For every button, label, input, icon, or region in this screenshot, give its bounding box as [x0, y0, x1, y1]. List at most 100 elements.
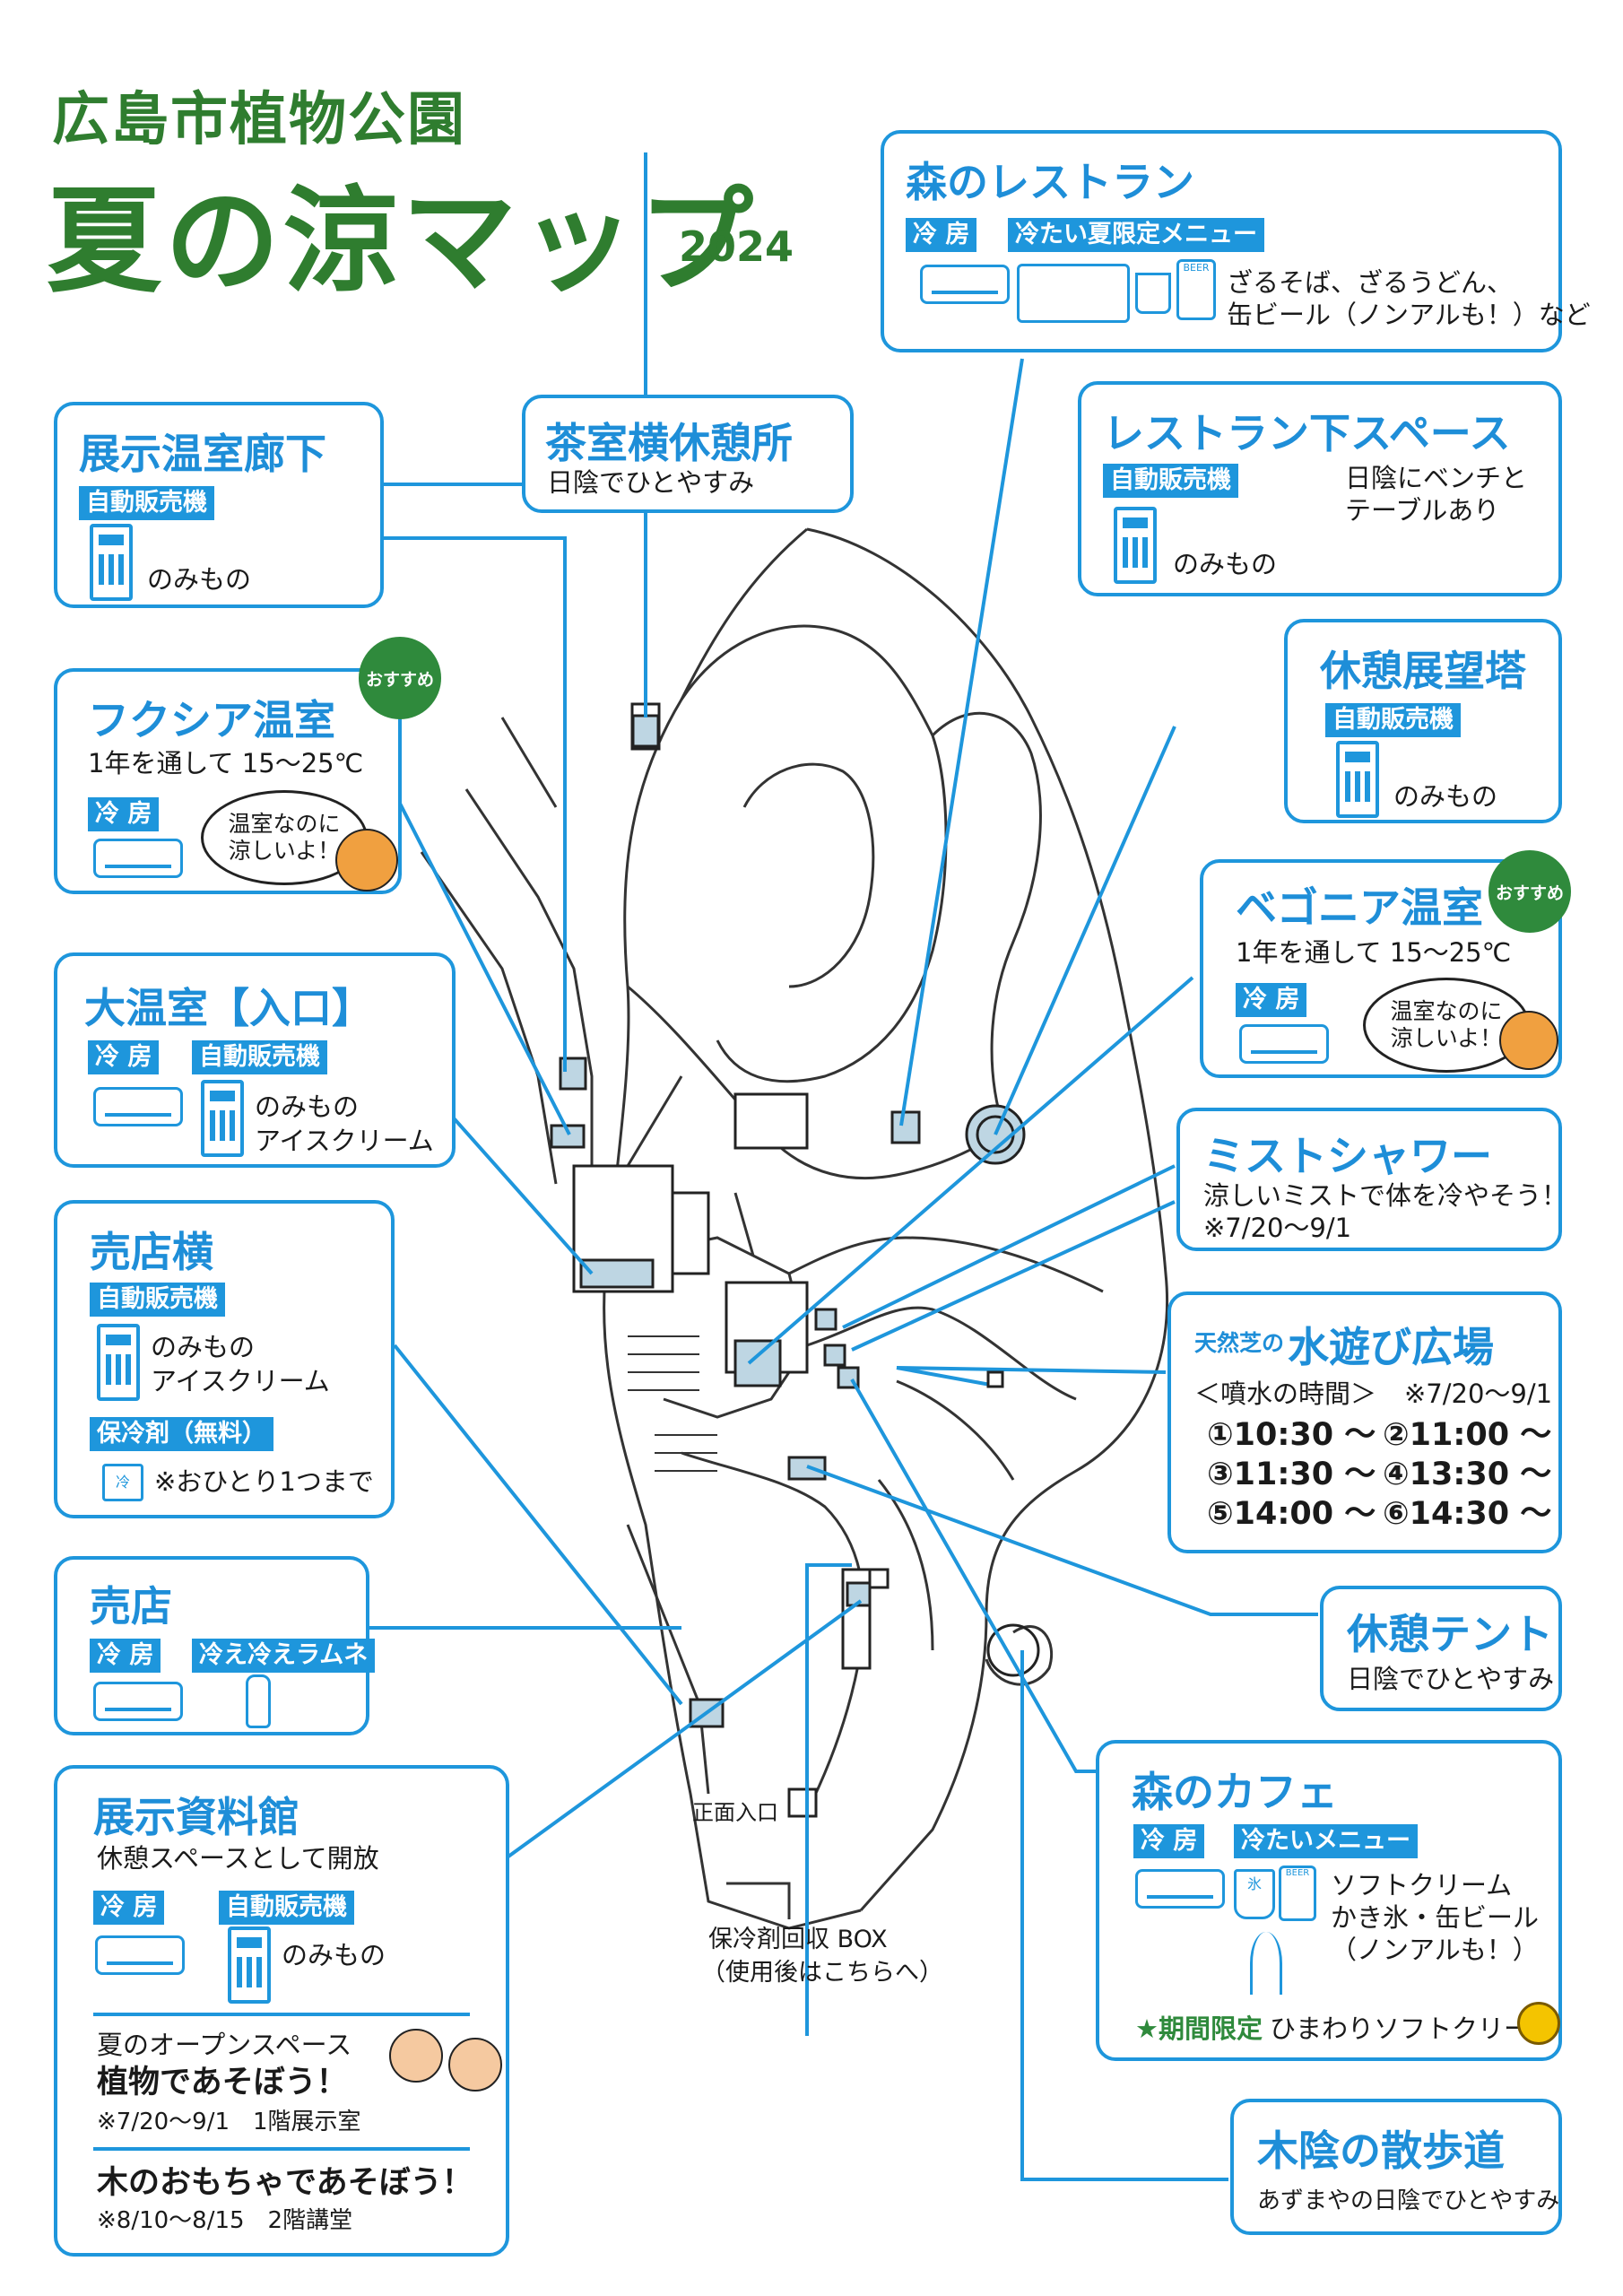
mori-cafe-box: 森のカフェ 冷 房 冷たいメニュー 氷 BEER ソフトクリーム かき氷・缶ビー…: [1096, 1740, 1562, 2061]
begonia-title: ベゴニア温室: [1236, 883, 1483, 932]
menu-tag: 冷たいメニュー: [1234, 1824, 1418, 1858]
dai-onshitsu-item-2: アイスクリーム: [255, 1126, 434, 1156]
mist-desc: 涼しいミストで体を冷やそう！: [1203, 1180, 1568, 1211]
tenji-shiryokan-item: のみもの: [282, 1940, 386, 1970]
limited-item: ひまわりソフトクリーム: [1270, 2013, 1556, 2044]
vending-tag: 自動販売機: [192, 1040, 327, 1074]
cooling-tag: 冷 房: [88, 1040, 160, 1074]
event-2-note: ※8/10～8/15 2階講堂: [97, 2207, 353, 2234]
mori-restaurant-box: 森のレストラン 冷 房 冷たい夏限定メニュー BEER ざるそば、ざるうどん、 …: [881, 130, 1591, 352]
tenji-shiryokan-desc: 休憩スペースとして開放: [97, 1843, 379, 1874]
child-icon: [448, 2038, 502, 2092]
restaurant-under-desc-1: 日陰にベンチと: [1345, 463, 1528, 493]
divider: [93, 2147, 470, 2151]
chashitsu-title: 茶室横休憩所: [545, 419, 793, 467]
vending-tag: 自動販売機: [79, 486, 214, 520]
cooling-tag: 冷 房: [90, 1639, 161, 1673]
kyukei-tent-desc: 日陰でひとやすみ: [1347, 1664, 1555, 1694]
cup-icon: [1135, 273, 1171, 314]
mist-box: ミストシャワー 涼しいミストで体を冷やそう！ ※7/20～9/1: [1176, 1108, 1567, 1251]
cooling-tag: 冷 房: [88, 797, 160, 831]
begonia-desc: 1年を通して 15～25℃: [1236, 937, 1512, 968]
baiten-yoko-box: 売店横 自動販売機 のみもの アイスクリーム 保冷剤（無料） 冷 ※おひとり1つ…: [54, 1200, 395, 1518]
kyukei-tenbo-item: のみもの: [1393, 781, 1498, 812]
air-conditioner-icon: [1239, 1024, 1329, 1064]
event-2-title: 木のおもちゃであそぼう！: [97, 2165, 473, 2201]
baiten-yoko-item-2: アイスクリーム: [151, 1366, 330, 1396]
mist-title: ミストシャワー: [1203, 1132, 1492, 1180]
map-title: 夏の涼マップ: [47, 175, 758, 309]
mizuasobi-prefix: 天然芝の: [1194, 1330, 1285, 1356]
baiten-box: 売店 冷 房 冷え冷えラムネ: [54, 1556, 376, 1735]
event-1-note: ※7/20～9/1 1階展示室: [97, 2109, 361, 2135]
air-conditioner-icon: [920, 265, 1010, 304]
air-conditioner-icon: [95, 1935, 185, 1975]
air-conditioner-icon: [93, 1087, 183, 1126]
vending-machine-icon: [201, 1080, 244, 1157]
dai-onshitsu-title: 大温室【入口】: [84, 984, 373, 1032]
vending-machine-icon: [1114, 507, 1157, 584]
baiten-yoko-item-1: のみもの: [151, 1332, 256, 1362]
park-name: 広島市植物公園: [52, 87, 466, 153]
cafe-menu-3: （ノンアルも！）: [1331, 1935, 1539, 1965]
ramune-bottle-icon: [246, 1674, 271, 1728]
cooling-tag: 冷 房: [93, 1891, 165, 1925]
vending-tag: 自動販売機: [1103, 464, 1238, 498]
cafe-menu-1: ソフトクリーム: [1331, 1870, 1513, 1900]
cold-pack-note: ※おひとり1つまで: [154, 1466, 374, 1497]
child-icon: [389, 2029, 443, 2083]
baiten-yoko-title: 売店横: [90, 1228, 213, 1276]
soft-cream-icon: [1250, 1932, 1282, 1995]
mori-cafe-title: 森のカフェ: [1132, 1768, 1338, 1816]
cold-box-note: （使用後はこちらへ）: [701, 1959, 943, 1987]
entrance-label: 正面入口: [692, 1800, 778, 1825]
recommend-badge: おすすめ: [359, 637, 441, 719]
mori-restaurant-title: 森のレストラン: [906, 158, 1194, 206]
air-conditioner-icon: [93, 1682, 183, 1721]
zaru-soba-icon: [1017, 264, 1130, 323]
menu-tag: 冷たい夏限定メニュー: [1008, 218, 1264, 252]
dai-onshitsu-item-1: のみもの: [255, 1091, 360, 1122]
kokage-title: 木陰の散歩道: [1257, 2126, 1505, 2175]
vending-tag: 自動販売機: [219, 1891, 354, 1925]
menu-line-2: 缶ビール（ノンアルも！）など: [1227, 300, 1591, 330]
fountain-period: ※7/20～9/1: [1404, 1378, 1553, 1409]
mizuasobi-title: 水遊び広場: [1288, 1323, 1494, 1371]
restaurant-under-title: レストラン下スペース: [1103, 409, 1511, 457]
kokage-box: 木陰の散歩道 あずまやの日陰でひとやすみ: [1230, 2099, 1562, 2235]
kyukei-tenbo-title: 休憩展望塔: [1320, 647, 1526, 695]
limited-tag: ★期間限定: [1135, 2013, 1263, 2044]
mascot-icon: [335, 829, 398, 891]
restaurant-under-desc-2: テーブルあり: [1345, 495, 1500, 526]
event-1-title: 植物であそぼう！: [97, 2065, 348, 2100]
tenji-onshitsu-title: 展示温室廊下: [79, 430, 326, 478]
chashitsu-box: 茶室横休憩所 日陰でひとやすみ: [522, 395, 854, 513]
restaurant-under-item: のみもの: [1173, 549, 1278, 579]
tenji-onshitsu-item: のみもの: [147, 564, 252, 595]
cooling-tag: 冷 房: [1133, 1824, 1205, 1858]
vending-tag: 自動販売機: [90, 1283, 225, 1317]
divider: [93, 2013, 470, 2016]
fountain-schedule-title: ＜噴水の時間＞: [1194, 1378, 1377, 1409]
fuchsia-desc: 1年を通して 15～25℃: [88, 748, 364, 778]
air-conditioner-icon: [93, 839, 183, 878]
tenji-onshitsu-box: 展示温室廊下 自動販売機 のみもの: [54, 402, 384, 608]
event-1-line-1: 夏のオープンスペース: [97, 2030, 352, 2060]
cold-pack-tag: 保冷剤（無料）: [90, 1417, 273, 1451]
fuchsia-title: フクシア温室: [88, 696, 335, 744]
fuchsia-box: フクシア温室 1年を通して 15～25℃ 冷 房 温室なのに 涼しいよ！: [54, 668, 402, 894]
begonia-speech-bubble: 温室なのに 涼しいよ！: [1363, 978, 1530, 1073]
kyukei-tent-box: 休憩テント 日陰でひとやすみ: [1320, 1586, 1562, 1711]
chashitsu-desc: 日陰でひとやすみ: [547, 467, 755, 498]
map-year: 2024: [679, 222, 794, 271]
fountain-time: ⑤14:00 ～: [1207, 1496, 1376, 1532]
fountain-time: ②11:00 ～: [1383, 1417, 1552, 1453]
kokage-desc: あずまやの日陰でひとやすみ: [1257, 2187, 1560, 2214]
kyukei-tenbo-box: 休憩展望塔 自動販売機 のみもの: [1284, 619, 1562, 823]
cafe-menu-2: かき氷・缶ビール: [1331, 1902, 1540, 1933]
beer-can-icon: BEER: [1176, 259, 1216, 320]
fountain-time: ④13:30 ～: [1383, 1457, 1552, 1492]
vending-machine-icon: [97, 1324, 140, 1401]
mizuasobi-box: 天然芝の 水遊び広場 ＜噴水の時間＞ ※7/20～9/1 ①10:30 ～ ②1…: [1167, 1292, 1562, 1553]
